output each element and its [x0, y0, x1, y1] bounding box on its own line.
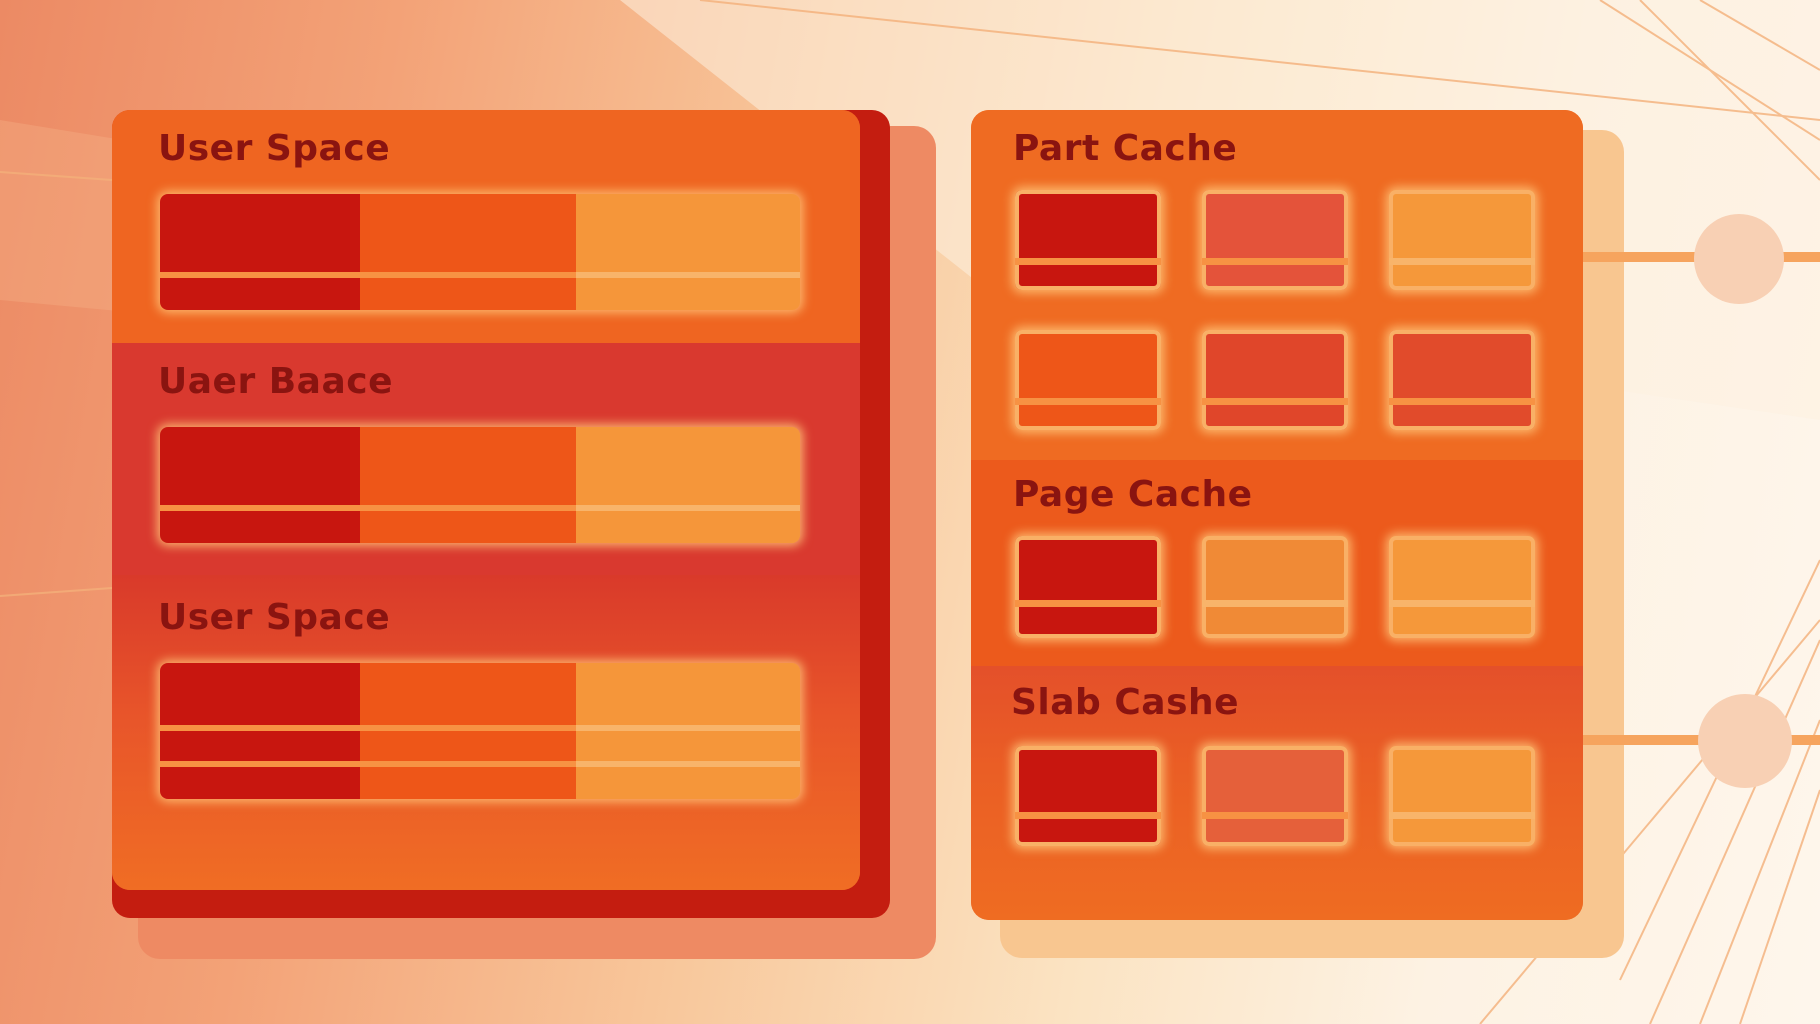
cache-block — [1202, 746, 1348, 846]
cache-block — [1015, 536, 1161, 638]
section-label: Slab Cashe — [1011, 682, 1240, 723]
memory-segment-used — [160, 427, 360, 543]
user-space-panel: User Space Uaer Baace — [112, 110, 860, 890]
cache-block — [1202, 190, 1348, 290]
section-label: User Space — [158, 128, 391, 169]
cache-block — [1389, 746, 1535, 846]
memory-bar-group — [160, 194, 800, 310]
section-label: Part Cache — [1013, 128, 1238, 169]
cache-block — [1389, 190, 1535, 290]
part-cache-section: Part Cache — [971, 110, 1583, 460]
user-space-section: User Space — [112, 575, 860, 890]
cache-block — [1202, 330, 1348, 430]
section-label: Uaer Baace — [158, 361, 394, 402]
memory-segment-active — [360, 194, 576, 310]
memory-segment-used — [160, 663, 360, 799]
cache-panel: Part Cache Page Cache Slab — [971, 110, 1583, 920]
cache-block — [1389, 330, 1535, 430]
slab-cache-section: Slab Cashe — [971, 666, 1583, 920]
cache-block — [1389, 536, 1535, 638]
memory-bar-group — [160, 663, 800, 799]
cache-block — [1015, 746, 1161, 846]
page-cache-section: Page Cache — [971, 460, 1583, 666]
section-label: Page Cache — [1013, 474, 1253, 515]
user-space-section: User Space — [112, 110, 860, 343]
connector-node — [1698, 694, 1792, 788]
memory-bar-group — [160, 427, 800, 543]
memory-segment-active — [360, 663, 576, 799]
cache-block — [1015, 330, 1161, 430]
cache-block — [1015, 190, 1161, 290]
connector-node — [1694, 214, 1784, 304]
memory-segment-active — [360, 427, 576, 543]
memory-segment-free — [576, 663, 800, 799]
memory-segment-used — [160, 194, 360, 310]
memory-segment-free — [576, 194, 800, 310]
user-space-section: Uaer Baace — [112, 343, 860, 575]
section-label: User Space — [158, 597, 391, 638]
memory-segment-free — [576, 427, 800, 543]
cache-block — [1202, 536, 1348, 638]
